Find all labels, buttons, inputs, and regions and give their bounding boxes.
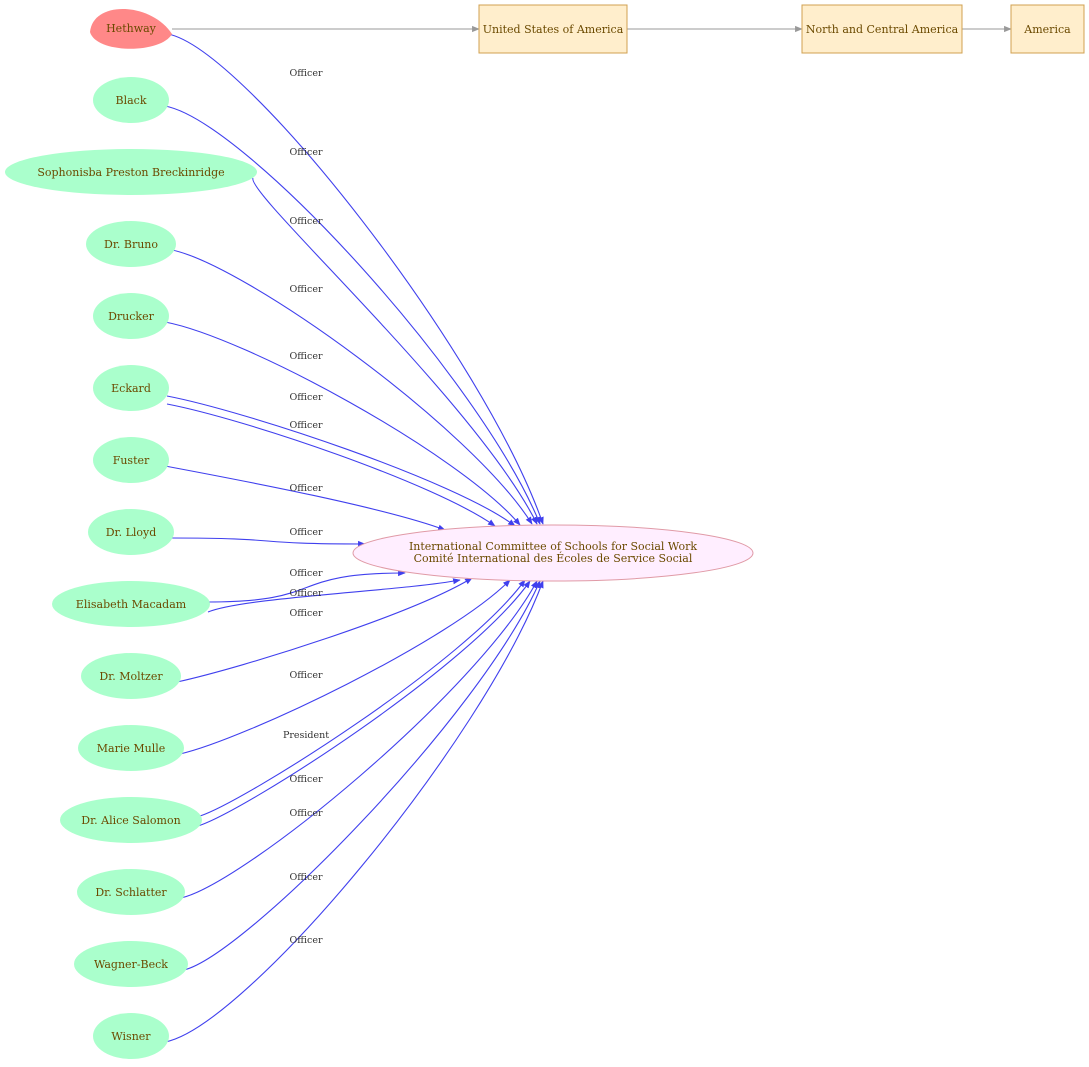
organization-node[interactable]: International Committee of Schools for S… bbox=[352, 524, 754, 582]
person-label: Black bbox=[116, 94, 147, 107]
person-shape bbox=[52, 581, 210, 627]
place-box bbox=[1010, 4, 1085, 54]
person-label: Eckard bbox=[111, 382, 151, 395]
edge-drucker-to-organization bbox=[164, 321, 521, 526]
person-node-elisabeth-macadam[interactable]: Elisabeth Macadam bbox=[52, 581, 210, 627]
place-label: North and Central America bbox=[806, 23, 959, 36]
person-shape bbox=[86, 221, 176, 267]
edge-marie-mulle-to-organization bbox=[179, 579, 511, 755]
person-label: Dr. Lloyd bbox=[106, 526, 157, 539]
edge-label-officer: Officer bbox=[289, 284, 323, 295]
edge-label-officer: Officer bbox=[289, 392, 323, 403]
person-node-drucker[interactable]: Drucker bbox=[93, 293, 169, 339]
person-node-wagner-beck[interactable]: Wagner-Beck bbox=[74, 941, 188, 987]
place-node-america[interactable]: America bbox=[1010, 4, 1085, 54]
edge-wisner-to-organization bbox=[164, 580, 544, 1043]
edge-label-officer: Officer bbox=[289, 670, 323, 681]
edge-label-officer: Officer bbox=[289, 527, 323, 538]
person-label: Dr. Alice Salomon bbox=[81, 814, 180, 827]
place-node-united-states-of-america[interactable]: United States of America bbox=[478, 4, 628, 54]
organization-name-english: International Committee of Schools for S… bbox=[409, 540, 697, 553]
person-node-fuster[interactable]: Fuster bbox=[93, 437, 169, 483]
person-shape bbox=[81, 653, 181, 699]
place-node-north-and-central-america[interactable]: North and Central America bbox=[801, 4, 963, 54]
edge-sophonisba-preston-breckinridge-to-organization bbox=[252, 177, 538, 525]
edge-label-officer: Officer bbox=[289, 808, 323, 819]
edge-dr-moltzer-to-organization bbox=[176, 577, 473, 683]
person-shape bbox=[78, 725, 184, 771]
person-label: Fuster bbox=[113, 454, 150, 467]
edge-dr-schlatter-to-organization bbox=[180, 580, 538, 899]
person-shape bbox=[5, 149, 257, 195]
edge-label-officer: Officer bbox=[289, 420, 323, 431]
edge-dr-alice-salomon-to-organization bbox=[197, 580, 531, 827]
organization-name-french: Comité International des Écoles de Servi… bbox=[414, 551, 693, 565]
edge-dr-alice-salomon-to-organization bbox=[199, 579, 526, 817]
person-node-wisner[interactable]: Wisner bbox=[93, 1013, 169, 1059]
person-shape bbox=[77, 869, 185, 915]
edge-label-officer: Officer bbox=[289, 608, 323, 619]
person-shape bbox=[90, 8, 172, 49]
person-shape bbox=[93, 293, 169, 339]
person-node-hethway[interactable]: Hethway bbox=[90, 8, 172, 49]
edge-label-officer: Officer bbox=[289, 588, 323, 599]
edge-label-officer: Officer bbox=[289, 872, 323, 883]
person-node-dr-schlatter[interactable]: Dr. Schlatter bbox=[77, 869, 185, 915]
edge-wagner-beck-to-organization bbox=[183, 580, 541, 971]
person-label: Drucker bbox=[108, 310, 154, 323]
person-node-dr-alice-salomon[interactable]: Dr. Alice Salomon bbox=[60, 797, 202, 843]
person-label: Dr. Schlatter bbox=[95, 886, 167, 899]
person-node-black[interactable]: Black bbox=[93, 77, 169, 123]
edge-label-officer: Officer bbox=[289, 68, 323, 79]
place-box bbox=[478, 4, 628, 54]
nodes-layer: International Committee of Schools for S… bbox=[5, 4, 1085, 1059]
edge-fuster-to-organization bbox=[164, 465, 446, 531]
place-label: America bbox=[1023, 23, 1071, 36]
person-label: Sophonisba Preston Breckinridge bbox=[37, 166, 224, 179]
edge-label-officer: Officer bbox=[289, 935, 323, 946]
edge-eckard-to-organization bbox=[166, 395, 516, 527]
person-label: Wisner bbox=[111, 1030, 151, 1043]
edge-black-to-organization bbox=[164, 105, 541, 525]
person-label: Dr. Moltzer bbox=[99, 670, 163, 683]
edge-label-president: President bbox=[283, 730, 329, 741]
person-shape bbox=[93, 365, 169, 411]
place-box bbox=[801, 4, 963, 54]
edge-elisabeth-macadam-to-organization bbox=[207, 569, 406, 603]
edges-layer bbox=[164, 25, 1012, 1043]
person-shape bbox=[93, 437, 169, 483]
edge-label-officer: Officer bbox=[289, 351, 323, 362]
organization-shape bbox=[352, 524, 754, 582]
person-label: Elisabeth Macadam bbox=[76, 598, 187, 611]
edge-label-officer: Officer bbox=[289, 568, 323, 579]
person-node-dr-moltzer[interactable]: Dr. Moltzer bbox=[81, 653, 181, 699]
person-shape bbox=[74, 941, 188, 987]
edge-label-officer: Officer bbox=[289, 483, 323, 494]
edge-label-officer: Officer bbox=[289, 774, 323, 785]
edge-dr-bruno-to-organization bbox=[171, 249, 533, 525]
edge-dr-lloyd-to-organization bbox=[169, 537, 366, 548]
person-label: Marie Mulle bbox=[97, 742, 166, 755]
person-shape bbox=[93, 1013, 169, 1059]
edge-labels-layer: OfficerOfficerOfficerOfficerOfficerOffic… bbox=[283, 68, 329, 946]
edge-label-officer: Officer bbox=[289, 216, 323, 227]
person-shape bbox=[60, 797, 202, 843]
edge-eckard-to-organization bbox=[166, 403, 496, 527]
person-label: Hethway bbox=[106, 22, 157, 35]
edge-label-officer: Officer bbox=[289, 147, 323, 158]
person-node-eckard[interactable]: Eckard bbox=[93, 365, 169, 411]
person-node-marie-mulle[interactable]: Marie Mulle bbox=[78, 725, 184, 771]
person-shape bbox=[88, 509, 174, 555]
person-node-dr-bruno[interactable]: Dr. Bruno bbox=[86, 221, 176, 267]
person-node-dr-lloyd[interactable]: Dr. Lloyd bbox=[88, 509, 174, 555]
edge-elisabeth-macadam-to-organization bbox=[207, 578, 461, 613]
person-shape bbox=[93, 77, 169, 123]
person-label: Dr. Bruno bbox=[104, 238, 158, 251]
edge-hethway-to-organization bbox=[167, 33, 544, 525]
person-label: Wagner-Beck bbox=[94, 958, 168, 971]
person-node-sophonisba-preston-breckinridge[interactable]: Sophonisba Preston Breckinridge bbox=[5, 149, 257, 195]
place-label: United States of America bbox=[483, 23, 624, 36]
